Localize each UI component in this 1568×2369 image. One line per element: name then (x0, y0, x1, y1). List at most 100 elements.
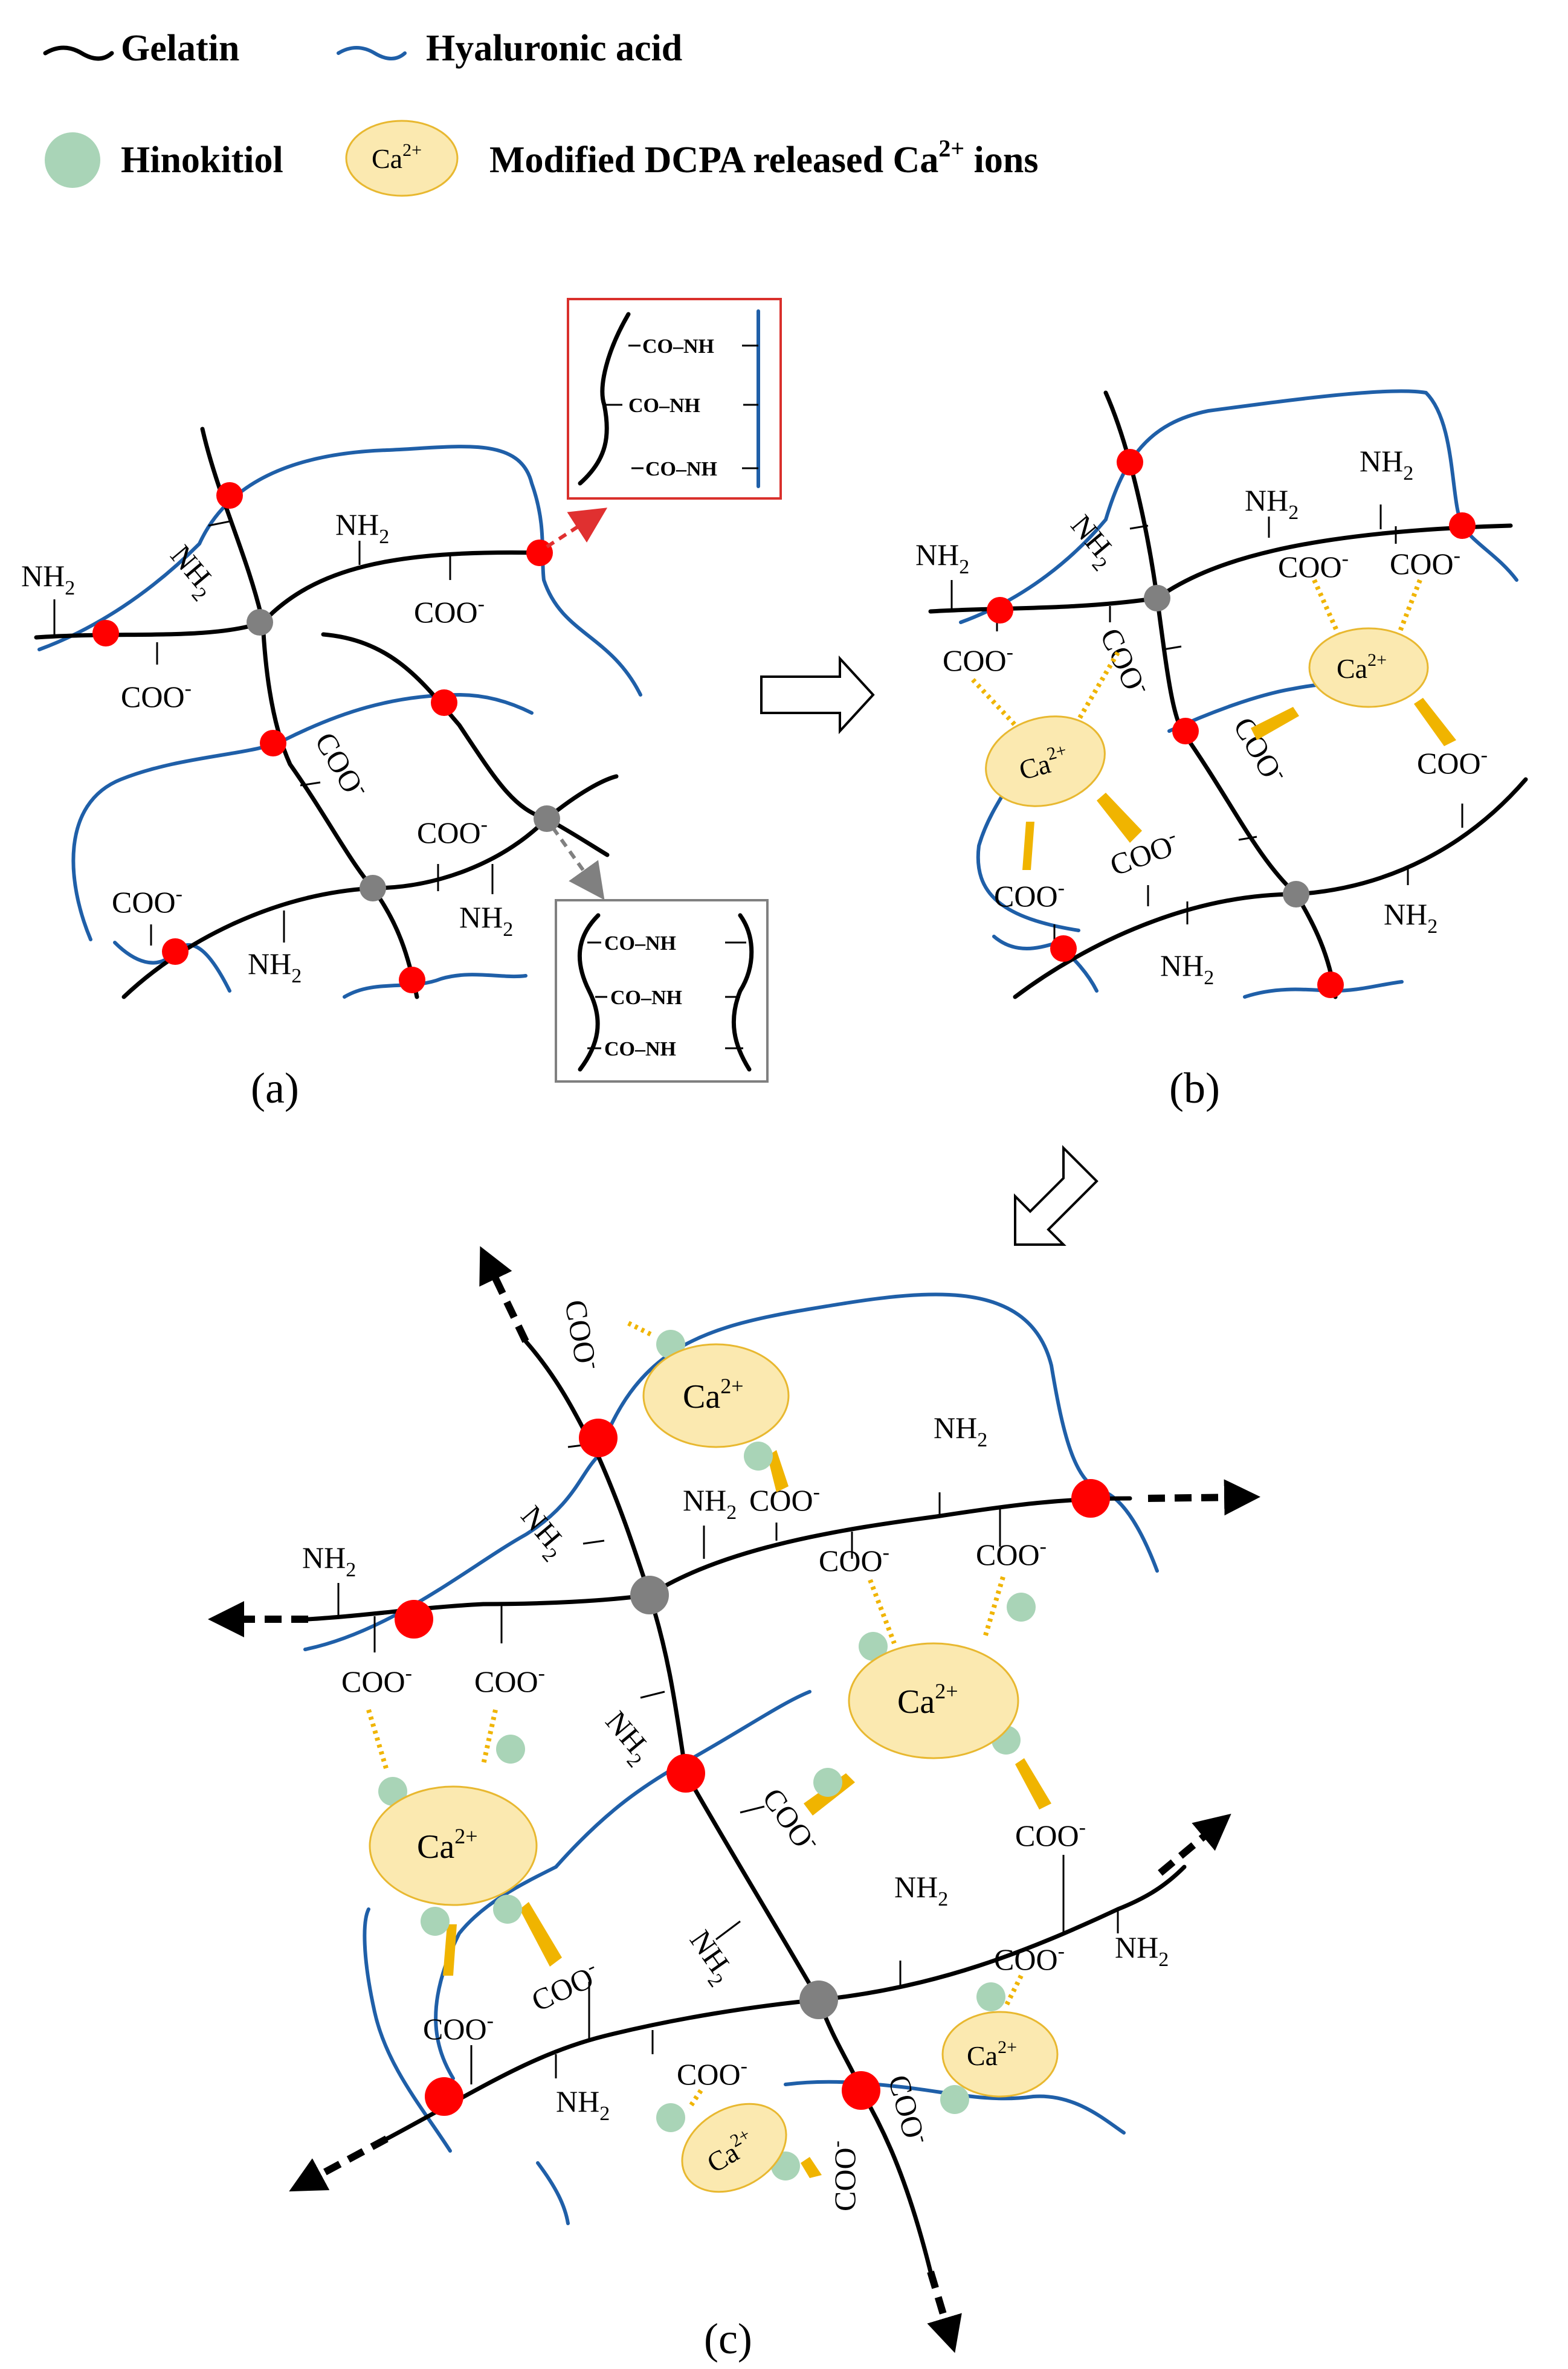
ha-chain (37, 445, 642, 697)
stretch-arrow (1158, 1813, 1231, 1876)
panel-label-c: (c) (704, 2315, 752, 2363)
coo-label: COO- (994, 877, 1065, 913)
nh2-label: NH2 (302, 1541, 356, 1581)
hinokitiol-molecule (378, 1777, 407, 1806)
hinokitiol-molecule (421, 1907, 450, 1936)
ha-chain (536, 2161, 570, 2225)
stretch-arrow (289, 2135, 389, 2192)
gelatin-chain (1013, 777, 1528, 999)
calcium-ion-label: Ca2+ (417, 1824, 478, 1866)
hinokitiol-molecule (656, 2103, 685, 2132)
legend-hinokitiol: Hinokitiol (121, 140, 283, 181)
nh2-label: NH2 (915, 538, 969, 578)
red-crosslink-node (1117, 449, 1143, 475)
coo-label: COO- (1094, 622, 1157, 701)
legend: Gelatin Hyaluronic acid Hinokitiol Ca2+ … (43, 28, 1038, 197)
hinokitiol-legend-icon (45, 132, 100, 188)
nh2-label: NH2 (1115, 1930, 1169, 1971)
nh2-label: NH2 (509, 1499, 575, 1566)
red-crosslink-node (842, 2071, 880, 2110)
gelatin-chain (121, 774, 619, 999)
coo-label: COO- (1105, 824, 1183, 882)
nh2-label: NH2 (934, 1411, 987, 1451)
stretch-arrow (479, 1246, 529, 1343)
coo-label: COO- (677, 2055, 747, 2091)
coo-label: COO- (1015, 1816, 1086, 1852)
calcium-ion (1308, 627, 1429, 708)
stretch-arrow (927, 2271, 962, 2353)
coo-label: COO- (1390, 544, 1460, 581)
gray-crosslink-node (534, 805, 560, 832)
gelatin-legend-icon (43, 45, 114, 61)
legend-hyaluronic-acid: Hyaluronic acid (426, 28, 682, 69)
nh2-label: NH2 (683, 1483, 737, 1524)
hinokitiol-molecule (976, 1982, 1005, 2011)
calcium-ion (985, 715, 1106, 807)
gelatin-chain (306, 1496, 1132, 1622)
nh2-label: NH2 (459, 900, 513, 941)
red-crosslink-node (395, 1600, 433, 1639)
nh2-label: NH2 (1059, 508, 1125, 575)
svg-text:CO–NH: CO–NH (645, 458, 717, 480)
gray-crosslink-node (247, 609, 273, 636)
nh2-label: NH2 (894, 1870, 948, 1910)
calcium-ion-label: Ca2+ (1015, 740, 1073, 786)
red-crosslink-node (1317, 972, 1344, 998)
nh2-label: NH2 (1245, 483, 1299, 524)
red-dashed-arrow (546, 508, 608, 549)
ha-chain (363, 1907, 452, 2153)
red-crosslink-node (526, 540, 553, 566)
nh2-label: NH2 (248, 947, 302, 987)
gray-crosslink-node (630, 1576, 669, 1614)
coo-label: COO- (417, 813, 488, 849)
coo-label: COO- (308, 726, 375, 805)
coo-label: COO- (943, 641, 1013, 677)
ha-chain (434, 1690, 811, 2080)
coo-label: COO- (994, 1940, 1065, 1976)
hinokitiol-molecule (1007, 1593, 1036, 1622)
red-crosslink-node (216, 482, 243, 509)
calcium-ion-label: Ca2+ (897, 1679, 958, 1721)
red-crosslink-node (987, 597, 1013, 624)
coo-label: COO- (882, 2071, 935, 2148)
coo-label: COO- (558, 1297, 606, 1373)
gelatin-chain (321, 632, 549, 821)
coo-label: COO- (121, 677, 192, 714)
legend-ca-icon-label: Ca2+ (372, 140, 422, 174)
process-arrow-a-to-b (760, 655, 875, 735)
gray-crosslink-node (799, 1981, 838, 2019)
calcium-ion (369, 1785, 538, 1906)
ha-gelatin-amide-box: CO–NH CO–NH CO–NH (567, 298, 782, 500)
red-crosslink-node (431, 689, 457, 716)
red-crosslink-node (425, 2077, 463, 2116)
gray-crosslink-node (1144, 585, 1170, 611)
hyaluronic-acid-legend-icon (337, 46, 407, 60)
coo-label: COO- (525, 1955, 604, 2018)
gray-crosslink-node (360, 875, 386, 901)
panel-label-a: (a) (251, 1064, 299, 1112)
panel-b: NH2 COO- NH2 COO- NH2 NH2 COO- COO- COO-… (915, 389, 1528, 1112)
hinokitiol-molecule (940, 2085, 969, 2114)
calcium-ion-label: Ca2+ (1337, 650, 1387, 684)
ha-chain (343, 973, 528, 999)
nh2-label: NH2 (21, 559, 75, 599)
calcium-ion (681, 2103, 787, 2193)
nh2-label: NH2 (1384, 897, 1437, 938)
calcium-ion (941, 2011, 1059, 2098)
hinokitiol-molecule (744, 1442, 773, 1471)
red-crosslink-node (1050, 935, 1077, 962)
svg-text:CO–NH: CO–NH (604, 932, 676, 955)
calcium-ion (848, 1642, 1019, 1759)
process-arrow-b-to-c (1014, 1145, 1099, 1246)
gelatin-gelatin-amide-box: CO–NH CO–NH CO–NH (555, 899, 769, 1083)
red-crosslink-node (1071, 1479, 1110, 1518)
hinokitiol-molecule (493, 1895, 522, 1924)
coo-label: COO- (825, 2141, 862, 2211)
coo-label: COO- (756, 1781, 826, 1859)
nh2-label: NH2 (594, 1704, 660, 1771)
hinokitiol-molecule (496, 1735, 525, 1764)
hinokitiol-molecule (859, 1632, 888, 1661)
panel-label-b: (b) (1169, 1064, 1220, 1112)
red-crosslink-node (666, 1754, 705, 1793)
